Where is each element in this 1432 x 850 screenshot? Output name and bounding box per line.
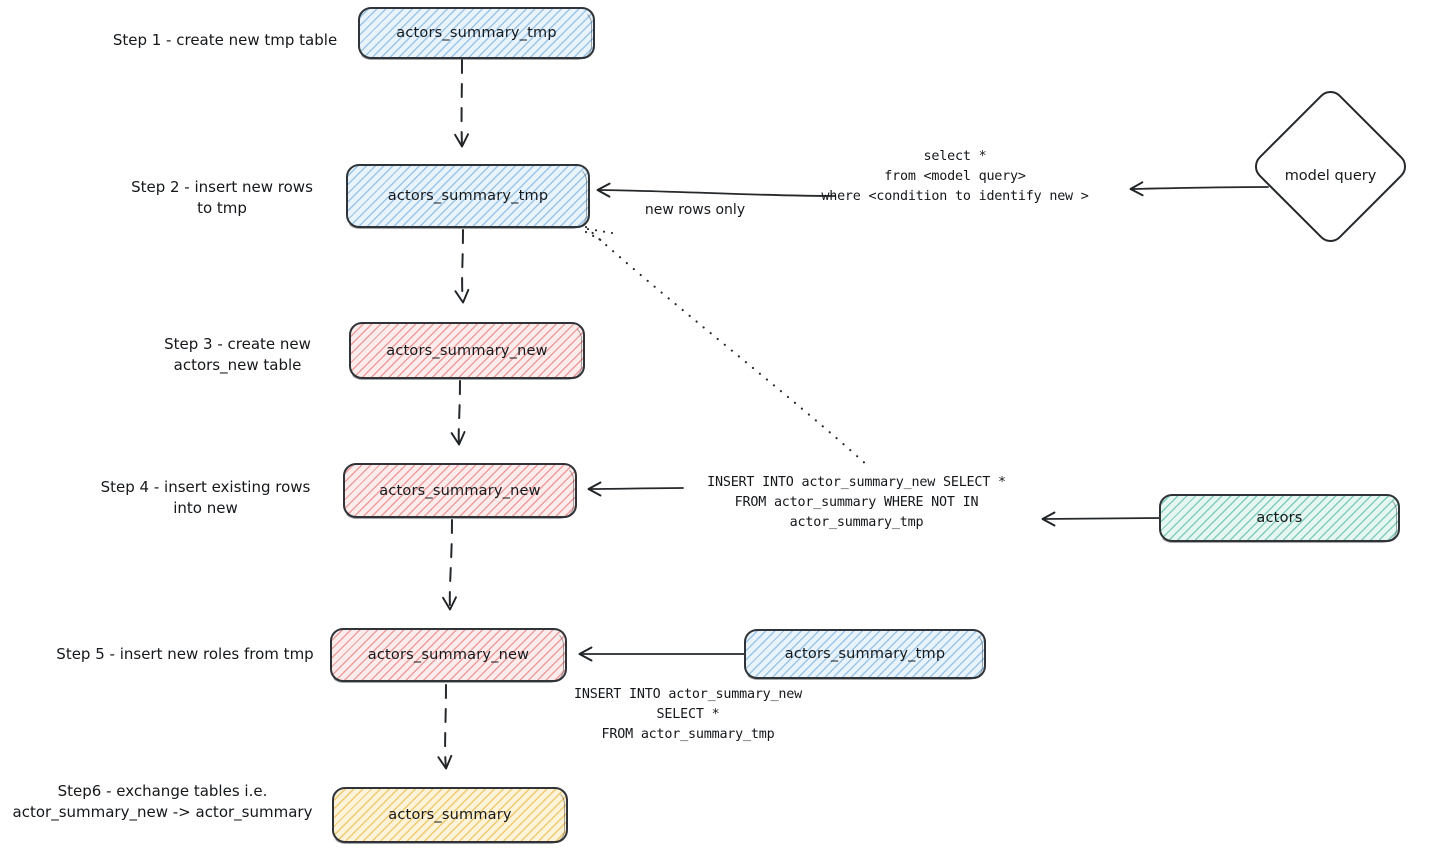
flow-step2-to-step3 bbox=[454, 229, 470, 304]
node-label: actors_summary_tmp bbox=[784, 646, 946, 662]
node-label: actors_summary_new bbox=[386, 342, 548, 359]
node-actors-summary-tmp-created[interactable]: actors_summary_tmp bbox=[357, 7, 595, 60]
step-4-caption: Step 4 - insert existing rows into new bbox=[100, 478, 311, 518]
node-label: actors_summary_tmp bbox=[396, 25, 557, 41]
flow-step3-to-step4 bbox=[450, 380, 466, 446]
node-label: actors_summary_new bbox=[367, 647, 530, 663]
node-label: actors_summary_tmp bbox=[387, 188, 549, 204]
flow-actors-to-label bbox=[1041, 511, 1163, 527]
step-1-caption: Step 1 - create new tmp table bbox=[112, 31, 338, 49]
node-label: actors_summary_new bbox=[379, 482, 541, 499]
node-actors-summary-new-created[interactable]: actors_summary_new bbox=[348, 322, 585, 380]
step-3-caption: Step 3 - create new actors_new table bbox=[164, 335, 311, 375]
flow-label-to-new-existing bbox=[587, 481, 684, 497]
node-actors-source[interactable]: actors bbox=[1158, 494, 1400, 543]
step-2-caption: Step 2 - insert new rows to tmp bbox=[131, 178, 313, 218]
edge-label-model-query-sql: select * from <model query> where <condi… bbox=[821, 149, 1089, 205]
dotted-tmp-tick-b bbox=[584, 230, 608, 245]
node-label: actors_summary bbox=[388, 807, 512, 823]
edge-label-new-rows-only: new rows only bbox=[644, 202, 746, 218]
node-actors-summary-final[interactable]: actors_summary bbox=[331, 787, 568, 844]
flow-step4-to-step5 bbox=[442, 519, 457, 611]
step-5-caption: Step 5 - insert new roles from tmp bbox=[56, 645, 314, 663]
flow-modelquery-to-label bbox=[1129, 181, 1269, 197]
step-6-caption: Step6 - exchange tables i.e. actor_summa… bbox=[12, 782, 313, 822]
edge-label-insert-existing-sql: INSERT INTO actor_summary_new SELECT * F… bbox=[707, 475, 1006, 531]
node-actors-summary-tmp-insert[interactable]: actors_summary_tmp bbox=[345, 164, 590, 229]
node-model-query-label: model query bbox=[1284, 168, 1377, 184]
flow-step5-to-step6 bbox=[437, 684, 453, 770]
node-actors-summary-tmp-source[interactable]: actors_summary_tmp bbox=[743, 629, 986, 680]
node-model-query[interactable] bbox=[1249, 85, 1412, 248]
edge-label-insert-new-roles-sql: INSERT INTO actor_summary_new SELECT * F… bbox=[574, 687, 802, 743]
dotted-tmp-tick-a bbox=[586, 227, 614, 235]
dotted-tmp-to-step4-note bbox=[584, 225, 870, 468]
node-actors-summary-new-existing[interactable]: actors_summary_new bbox=[342, 463, 577, 519]
node-label: actors bbox=[1256, 510, 1303, 526]
node-actors-summary-new-roles[interactable]: actors_summary_new bbox=[329, 628, 567, 683]
